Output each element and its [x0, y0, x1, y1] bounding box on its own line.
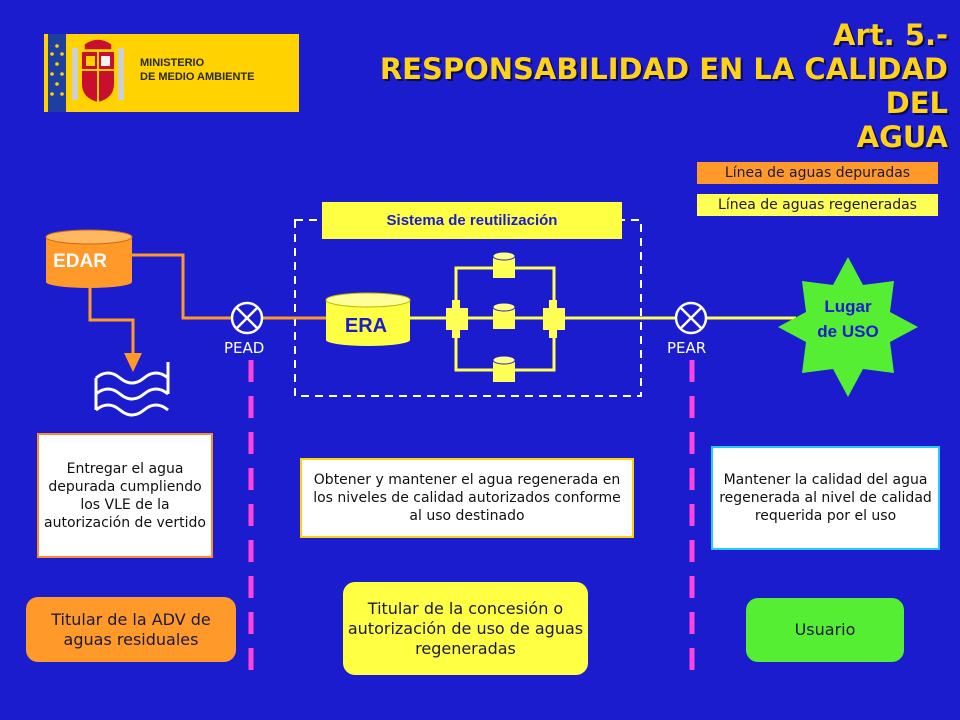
title-line-2: RESPONSABILIDAD EN LA CALIDAD DEL: [379, 52, 948, 120]
page-title: Art. 5.- RESPONSABILIDAD EN LA CALIDAD D…: [308, 18, 948, 154]
reuse-system-label: Sistema de reutilización: [322, 202, 622, 239]
role-concession-holder: Titular de la concesión o autorización d…: [343, 582, 588, 675]
note-edar: Entregar el agua depurada cumpliendo los…: [37, 433, 213, 558]
title-line-3: AGUA: [856, 120, 948, 154]
pead-label: PEAD: [224, 339, 265, 357]
title-line-1: Art. 5.-: [833, 18, 948, 52]
note-era: Obtener y mantener el agua regenerada en…: [300, 458, 634, 538]
edar-tank: EDAR: [45, 229, 133, 288]
treatment-junctions: [446, 300, 565, 338]
pead-valve-icon: [230, 301, 264, 335]
line-edar-to-pead: [132, 253, 232, 320]
wave-icon: [94, 362, 170, 417]
pear-label: PEAR: [667, 339, 707, 357]
tank-icon: [492, 251, 516, 382]
role-user: Usuario: [746, 598, 904, 662]
ministry-logo: MINISTERIO DE MEDIO AMBIENTE: [44, 34, 299, 112]
legend-regeneradas: Línea de aguas regeneradas: [697, 194, 938, 216]
line-edar-to-discharge: [88, 282, 135, 355]
era-tank: ERA: [325, 292, 411, 346]
discharge-arrow: [124, 353, 142, 372]
lugar-label-line-2: de USO: [817, 322, 878, 341]
pear-valve-icon: [674, 301, 708, 335]
ministry-line-2: DE MEDIO AMBIENTE: [140, 71, 255, 83]
lugar-label-line-1: Lugar: [824, 297, 872, 316]
legend-depuradas: Línea de aguas depuradas: [697, 162, 938, 184]
spanish-coat-of-arms-icon: [48, 34, 124, 112]
ministry-line-1: MINISTERIO: [140, 57, 205, 69]
lugar-de-uso-star: Lugar de USO: [778, 257, 918, 397]
role-adv-holder: Titular de la ADV de aguas residuales: [26, 597, 236, 662]
era-label: ERA: [345, 315, 387, 337]
note-uso: Mantener la calidad del agua regenerada …: [711, 446, 940, 550]
ministry-name: MINISTERIO DE MEDIO AMBIENTE: [140, 56, 255, 84]
edar-label: EDAR: [53, 251, 107, 272]
